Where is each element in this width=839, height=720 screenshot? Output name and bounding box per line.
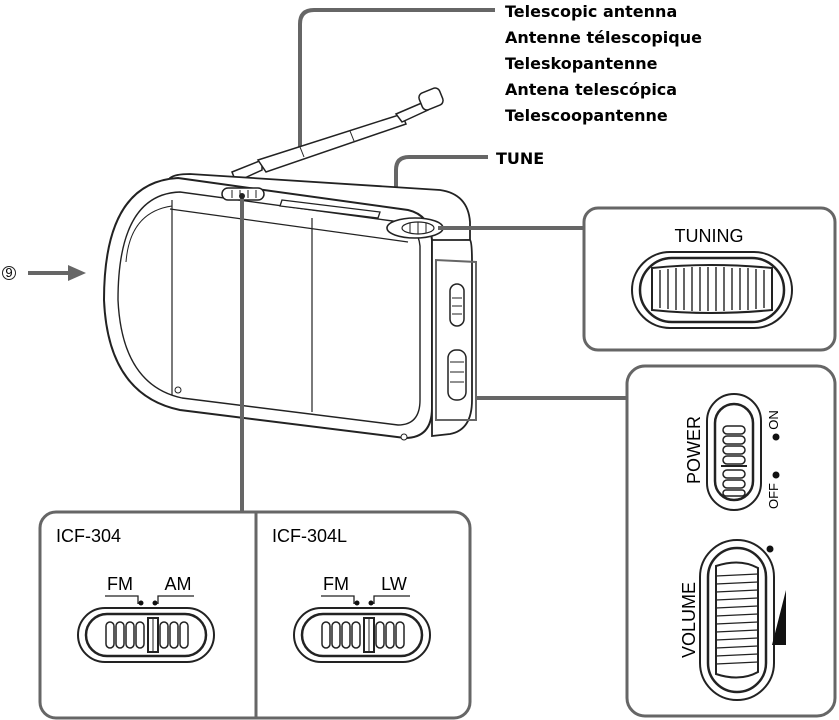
power-volume-inset: POWER ON OFF VOLUME <box>625 364 837 718</box>
antenna-label-en: Telescopic antenna <box>505 2 677 21</box>
tuning-inset: TUNING <box>582 206 837 352</box>
model-label-right: ICF-304L <box>272 526 347 546</box>
side-marker-number: 9 <box>5 265 12 280</box>
connector-lines <box>239 193 627 512</box>
volume-label: VOLUME <box>679 582 699 658</box>
band-selector-inset: ICF-304 FM AM ICF-304L FM LW <box>38 510 472 720</box>
volume-wedge-icon <box>772 590 786 645</box>
side-marker: 9 <box>2 265 86 281</box>
model-label-left: ICF-304 <box>56 526 121 546</box>
tuning-title: TUNING <box>675 226 744 246</box>
antenna-label-de: Teleskopantenne <box>505 54 658 73</box>
antenna-callout <box>297 8 495 153</box>
power-label: POWER <box>684 416 704 484</box>
radio-body <box>102 173 473 441</box>
volume-min-dot <box>766 545 774 553</box>
band-right-lw: LW <box>381 574 407 594</box>
band-left-fm: FM <box>107 574 133 594</box>
band-left-am: AM <box>165 574 192 594</box>
power-off-label: OFF <box>766 483 781 509</box>
antenna-label-fr: Antenne télescopique <box>505 28 702 47</box>
antenna-labels: Telescopic antenna Antenne télescopique … <box>505 2 702 125</box>
power-off-dot <box>772 471 780 479</box>
antenna-label-es: Antena telescópica <box>505 80 677 99</box>
antenna-label-nl: Telescoopantenne <box>505 106 668 125</box>
band-right-fm: FM <box>323 574 349 594</box>
tune-label: TUNE <box>496 149 544 168</box>
power-on-dot <box>772 433 780 441</box>
power-on-label: ON <box>766 410 781 430</box>
telescopic-antenna <box>231 87 444 184</box>
